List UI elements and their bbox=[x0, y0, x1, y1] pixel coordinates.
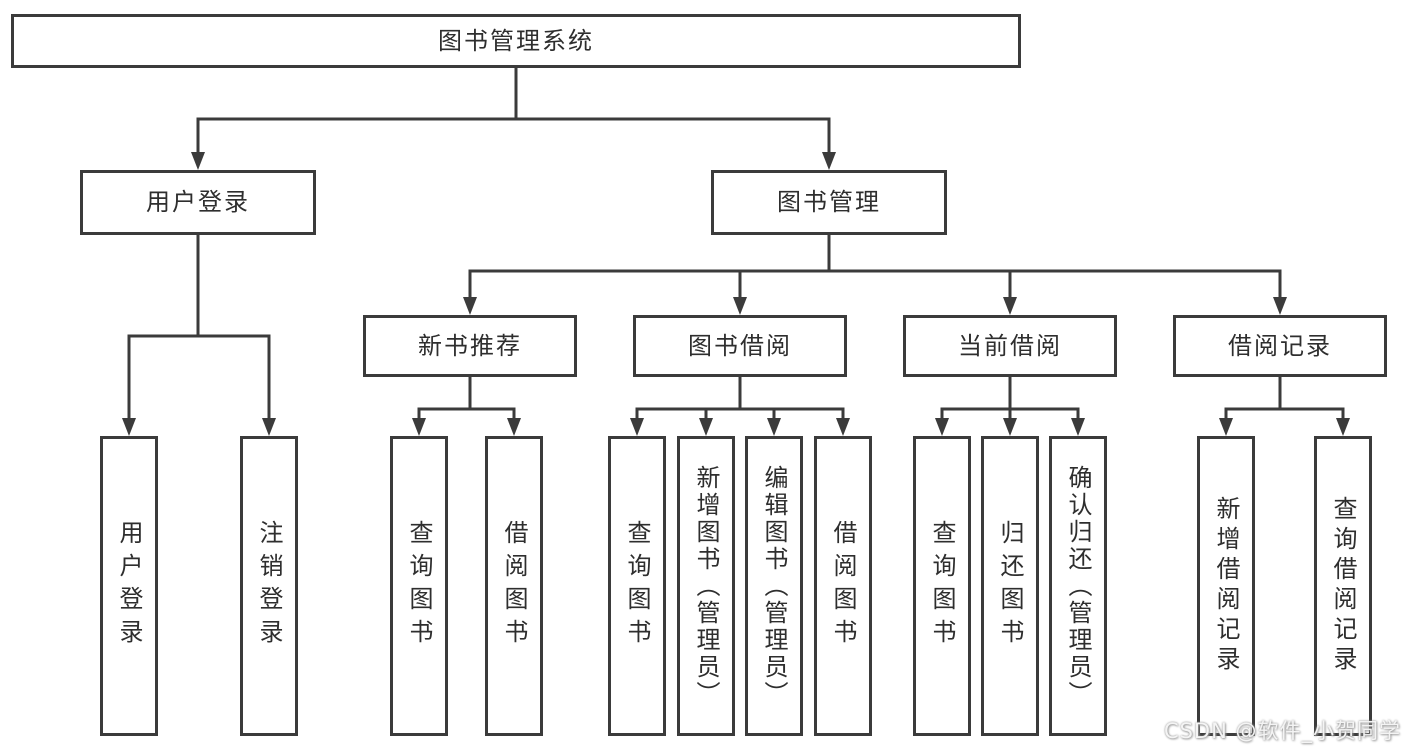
arrowhead bbox=[191, 152, 205, 170]
arrowhead bbox=[630, 418, 644, 436]
node-label: 确认归还（管理员） bbox=[1064, 464, 1092, 708]
node-return-book: 归还图书 bbox=[981, 436, 1039, 736]
node-new-book-recommend: 新书推荐 bbox=[363, 315, 577, 377]
node-root: 图书管理系统 bbox=[11, 14, 1021, 68]
arrowhead bbox=[463, 297, 477, 315]
node-user-login: 用户登录 bbox=[80, 170, 316, 235]
arrowhead bbox=[122, 418, 136, 436]
node-query-borrow-record: 查询借阅记录 bbox=[1314, 436, 1372, 736]
node-add-book: 新增图书（管理员） bbox=[677, 436, 735, 736]
node-label: 借阅图书 bbox=[829, 520, 857, 652]
node-label: 图书管理 bbox=[777, 188, 881, 217]
node-label: 注销登录 bbox=[255, 520, 283, 652]
node-book-management: 图书管理 bbox=[711, 170, 947, 235]
arrowhead bbox=[1336, 418, 1350, 436]
node-label: 图书管理系统 bbox=[438, 26, 594, 55]
node-label: 归还图书 bbox=[996, 520, 1024, 652]
node-label: 查询借阅记录 bbox=[1329, 496, 1357, 676]
node-label: 新增借阅记录 bbox=[1212, 496, 1240, 676]
node-label: 用户登录 bbox=[115, 520, 143, 652]
node-label: 用户登录 bbox=[146, 188, 250, 217]
node-label: 借阅记录 bbox=[1228, 331, 1332, 360]
node-label: 查询图书 bbox=[928, 520, 956, 652]
arrowhead bbox=[699, 418, 713, 436]
node-add-borrow-record: 新增借阅记录 bbox=[1197, 436, 1255, 736]
node-query-book-3: 查询图书 bbox=[913, 436, 971, 736]
arrowhead bbox=[412, 418, 426, 436]
arrowhead bbox=[767, 418, 781, 436]
arrowhead bbox=[1273, 297, 1287, 315]
arrowhead bbox=[822, 152, 836, 170]
node-borrow-book-1: 借阅图书 bbox=[485, 436, 543, 736]
node-book-borrow: 图书借阅 bbox=[633, 315, 847, 377]
arrowhead bbox=[1003, 418, 1017, 436]
node-label: 编辑图书（管理员） bbox=[760, 464, 788, 708]
node-query-book-2: 查询图书 bbox=[608, 436, 666, 736]
arrowhead bbox=[1071, 418, 1085, 436]
arrowhead bbox=[733, 297, 747, 315]
node-label: 当前借阅 bbox=[958, 331, 1062, 360]
node-user-login-leaf: 用户登录 bbox=[100, 436, 158, 736]
node-query-book-1: 查询图书 bbox=[390, 436, 448, 736]
node-label: 新增图书（管理员） bbox=[692, 464, 720, 708]
arrowhead bbox=[836, 418, 850, 436]
arrowhead bbox=[1003, 297, 1017, 315]
arrowhead bbox=[507, 418, 521, 436]
node-logout-leaf: 注销登录 bbox=[240, 436, 298, 736]
watermark: CSDN @软件_小贺同学 bbox=[1163, 719, 1401, 743]
node-edit-book: 编辑图书（管理员） bbox=[745, 436, 803, 736]
node-label: 借阅图书 bbox=[500, 520, 528, 652]
node-label: 新书推荐 bbox=[418, 331, 522, 360]
node-current-borrow: 当前借阅 bbox=[903, 315, 1117, 377]
arrowhead bbox=[1219, 418, 1233, 436]
node-borrow-book-2: 借阅图书 bbox=[814, 436, 872, 736]
node-label: 查询图书 bbox=[623, 520, 651, 652]
arrowhead bbox=[262, 418, 276, 436]
node-label: 图书借阅 bbox=[688, 331, 792, 360]
node-label: 查询图书 bbox=[405, 520, 433, 652]
node-confirm-return: 确认归还（管理员） bbox=[1049, 436, 1107, 736]
node-borrow-record: 借阅记录 bbox=[1173, 315, 1387, 377]
arrowhead bbox=[935, 418, 949, 436]
